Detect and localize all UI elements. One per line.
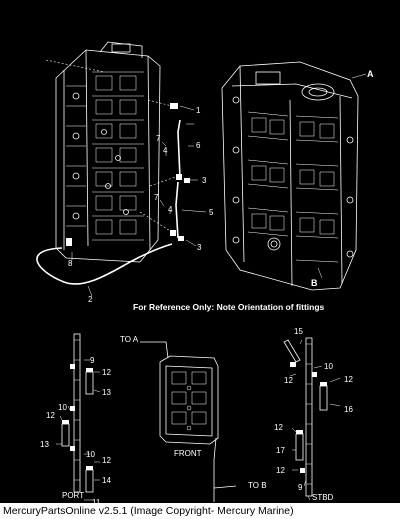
callout-4b: 4 <box>168 205 173 214</box>
port-cylinder-block <box>55 41 161 263</box>
callout-17: 17 <box>276 446 285 455</box>
callout-11: 11 <box>92 498 101 504</box>
reference-note: For Reference Only: Note Orientation of … <box>133 302 325 312</box>
label-stbd: STBD <box>312 493 334 502</box>
callout-10a: 10 <box>58 403 67 412</box>
callout-7a: 7 <box>156 134 161 143</box>
front-plate <box>140 341 237 502</box>
copyright-footer: MercuryPartsOnline v2.5.1 (Image Copyrig… <box>0 503 400 519</box>
label-front: FRONT <box>174 449 202 458</box>
callout-5: 5 <box>209 208 214 217</box>
callout-10b: 10 <box>86 450 95 459</box>
parts-diagram: For Reference Only: Note Orientation of … <box>36 41 374 504</box>
callout-1: 1 <box>196 106 201 115</box>
callout-12f: 12 <box>274 423 283 432</box>
fittings-and-hoses <box>36 59 207 297</box>
callout-12d: 12 <box>284 376 293 385</box>
callout-2: 2 <box>88 295 93 304</box>
callout-12g: 12 <box>276 466 285 475</box>
callout-12b: 12 <box>46 411 55 420</box>
label-to-b: TO B <box>248 481 267 490</box>
callout-15: 15 <box>294 327 303 336</box>
callout-16: 16 <box>344 405 353 414</box>
callout-7b: 7 <box>154 193 159 202</box>
callout-14: 14 <box>102 476 111 485</box>
callout-13b: 13 <box>40 440 49 449</box>
label-a: A <box>367 69 374 79</box>
callout-3a: 3 <box>202 176 207 185</box>
callout-6: 6 <box>196 141 201 150</box>
callout-10c: 10 <box>324 362 333 371</box>
port-fitting-strip <box>56 333 101 501</box>
stbd-cylinder-block <box>221 61 367 291</box>
label-b: B <box>311 278 318 288</box>
callout-3b: 3 <box>197 243 202 252</box>
stbd-fitting-strip <box>283 337 341 501</box>
callout-13a: 13 <box>102 388 111 397</box>
callout-12c: 12 <box>102 456 111 465</box>
callout-12e: 12 <box>344 375 353 384</box>
label-to-a: TO A <box>120 335 139 344</box>
callout-9b: 9 <box>298 483 303 492</box>
callout-12a: 12 <box>102 368 111 377</box>
callout-9a: 9 <box>90 356 95 365</box>
callout-4a: 4 <box>163 146 168 155</box>
callout-8: 8 <box>68 259 73 268</box>
label-port: PORT <box>62 491 84 500</box>
